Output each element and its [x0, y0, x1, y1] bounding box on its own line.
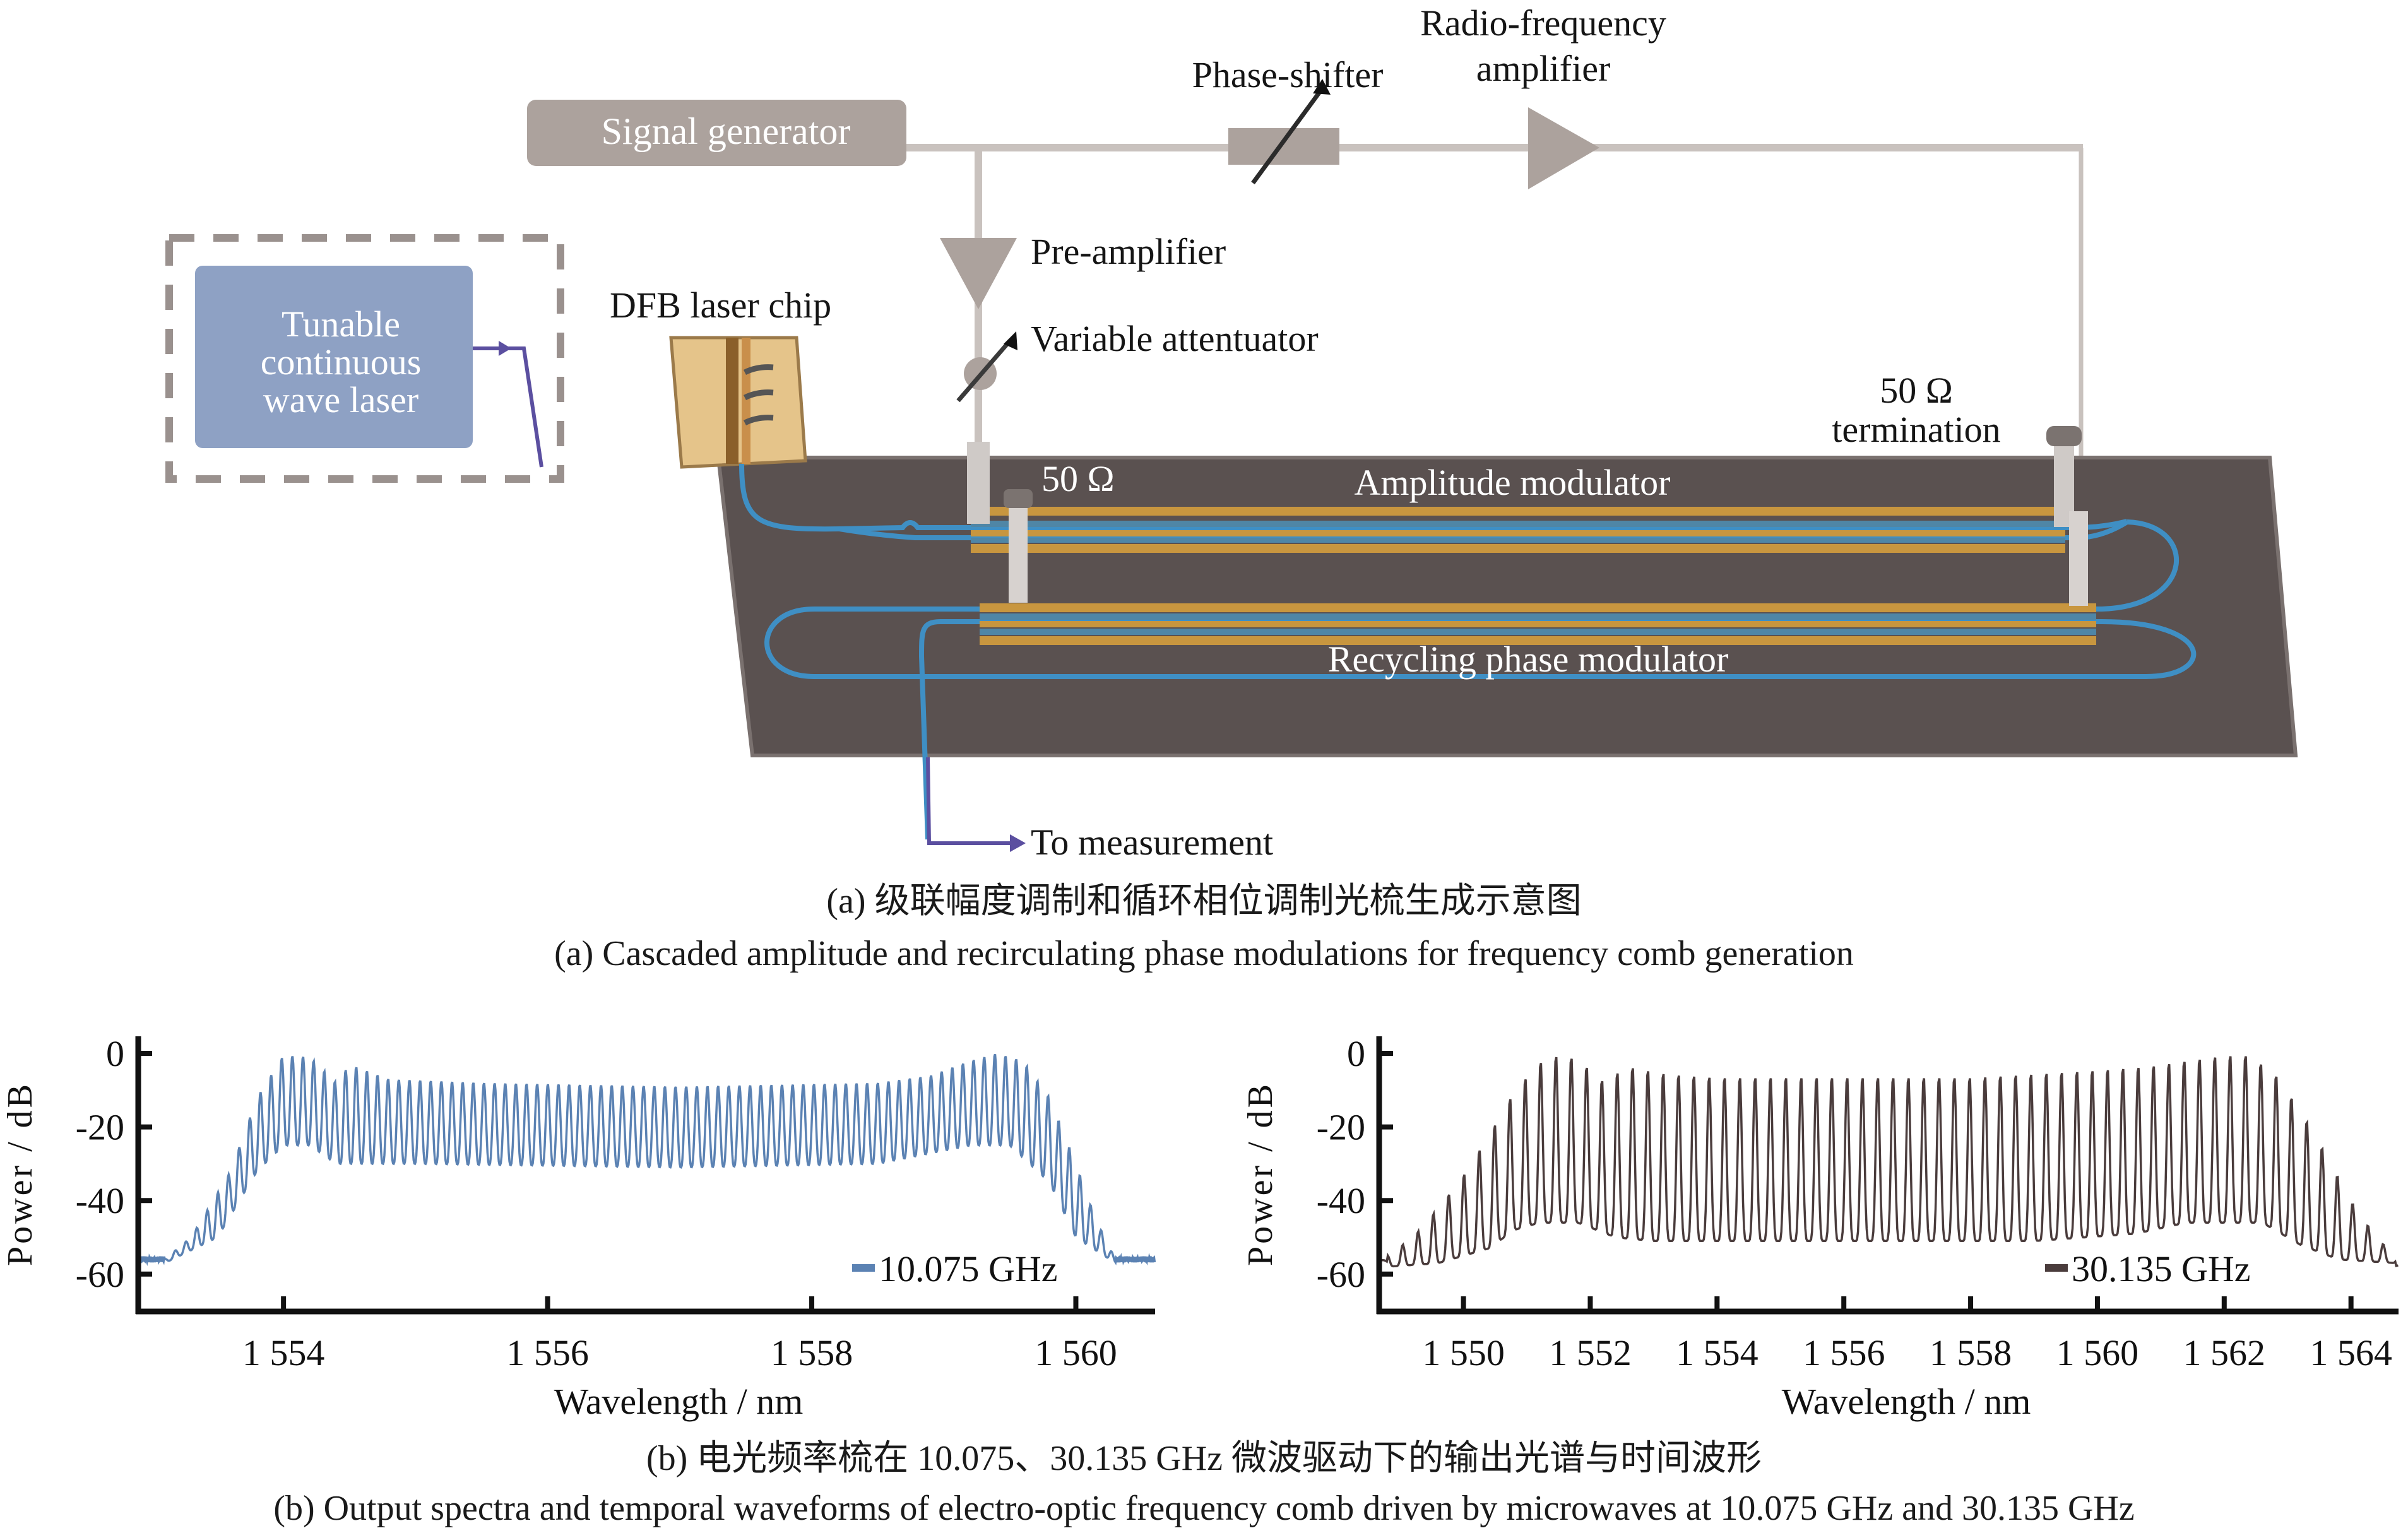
recycling-phase-modulator-label: Recycling phase modulator: [1327, 639, 1729, 680]
caption-a-english: (a) Cascaded amplitude and recirculating…: [554, 934, 1854, 973]
chart-10ghz: 0 -20 -40 -60 1 554 1 556 1 558 1 560 Power / …: [1, 1033, 1156, 1422]
variable-attenuator-label: Variable attentuator: [1031, 318, 1319, 359]
pre-amplifier-label: Pre-amplifier: [1031, 231, 1226, 272]
caption-b-english: (b) Output spectra and temporal waveform…: [273, 1489, 2135, 1528]
tunable-laser-label-line2: continuous: [260, 341, 422, 382]
chart-30ghz-xtick-label: 1 564: [2310, 1332, 2392, 1373]
tunable-laser-dashed-box: [165, 234, 564, 483]
chart-10ghz-legend-label: 10.075 GHz: [879, 1248, 1058, 1289]
tunable-laser-label-line3: wave laser: [263, 379, 419, 420]
to-measurement-fiber: [926, 757, 1010, 845]
to-measurement-arrow-icon: [1010, 834, 1026, 852]
signal-generator-label: Signal generator: [601, 110, 851, 152]
chart-30ghz-ytick-label: -40: [1317, 1180, 1365, 1221]
signal-generator-box: [527, 100, 906, 166]
dfb-laser-chip-label: DFB laser chip: [610, 285, 832, 326]
dfb-laser-chip-icon: [669, 336, 807, 469]
tunable-laser-box: [195, 266, 473, 448]
variable-attenuator-icon: [956, 331, 1017, 403]
chart-10ghz-xtick-label: 1 558: [771, 1332, 853, 1373]
to-measurement-label: To measurement: [1031, 822, 1274, 863]
chart-30ghz-legend-swatch: [2045, 1264, 2068, 1272]
tunable-laser-fiber: [473, 346, 543, 468]
chart-10ghz-ytick-label: -40: [76, 1180, 124, 1221]
chart-10ghz-xtick-label: 1 560: [1035, 1332, 1117, 1373]
chart-30ghz: 0 -20 -40 -60 1 550 1 552 1 554 1 556 1 558 1 56…: [1241, 1033, 2399, 1422]
fifty-ohm-label: 50 Ω: [1041, 458, 1115, 499]
chart-30ghz-ytick-label: 0: [1347, 1033, 1365, 1074]
caption-a-chinese: (a) 级联幅度调制和循环相位调制光梳生成示意图: [826, 882, 1582, 921]
amplitude-modulator-electrodes: [971, 507, 2065, 553]
chart-30ghz-xtick-label: 1 552: [1549, 1332, 1632, 1373]
rf-probes: [967, 426, 2088, 606]
amplitude-modulator-label: Amplitude modulator: [1354, 462, 1671, 503]
termination-label-line1: 50 Ω: [1880, 370, 1953, 411]
chart-30ghz-legend-label: 30.135 GHz: [2072, 1248, 2251, 1289]
chart-10ghz-ytick-label: -60: [76, 1254, 124, 1295]
chart-10ghz-ytick-label: 0: [106, 1033, 124, 1074]
chart-10ghz-legend-swatch: [852, 1264, 875, 1272]
termination-label-line2: termination: [1832, 409, 2001, 450]
rf-amplifier-icon: [1528, 107, 1599, 189]
chart-10ghz-xlabel: Wavelength / nm: [554, 1381, 804, 1422]
series-10ghz-line: [137, 1053, 1156, 1267]
caption-b-chinese: (b) 电光频率梳在 10.075、30.135 GHz 微波驱动下的输出光谱与…: [646, 1439, 1762, 1478]
chart-10ghz-ytick-label: -20: [76, 1107, 124, 1148]
chart-30ghz-xtick-label: 1 554: [1676, 1332, 1759, 1373]
chart-30ghz-xtick-label: 1 550: [1422, 1332, 1505, 1373]
chart-30ghz-ytick-label: -20: [1317, 1107, 1365, 1148]
series-30ghz-line: [1379, 1056, 2399, 1268]
chart-10ghz-xtick-label: 1 554: [242, 1332, 325, 1373]
chart-30ghz-xlabel: Wavelength / nm: [1782, 1381, 2031, 1422]
waveguides: [739, 463, 2197, 840]
chart-30ghz-xtick-label: 1 560: [2056, 1332, 2139, 1373]
phase-modulator-electrodes: [980, 603, 2096, 645]
rf-amplifier-label-line1: Radio-frequency: [1420, 3, 1666, 44]
chart-30ghz-ytick-label: -60: [1317, 1254, 1365, 1295]
chart-30ghz-xtick-label: 1 562: [2183, 1332, 2266, 1373]
schematic-graphics: [165, 79, 2298, 852]
chart-30ghz-xtick-label: 1 558: [1930, 1332, 2012, 1373]
chart-10ghz-xtick-label: 1 556: [506, 1332, 589, 1373]
chart-30ghz-ylabel: Power / dB: [1241, 1082, 1280, 1266]
phase-shifter-icon: [1228, 79, 1339, 185]
chart-10ghz-ylabel: Power / dB: [1, 1082, 40, 1266]
phase-shifter-label: Phase-shifter: [1192, 54, 1384, 95]
tunable-laser-fiber-arrow: [499, 341, 511, 356]
rf-amplifier-label-line2: amplifier: [1476, 48, 1611, 89]
pre-amplifier-icon: [940, 238, 1017, 309]
chart-30ghz-xtick-label: 1 556: [1803, 1332, 1885, 1373]
tunable-laser-label-line1: Tunable: [282, 304, 400, 345]
